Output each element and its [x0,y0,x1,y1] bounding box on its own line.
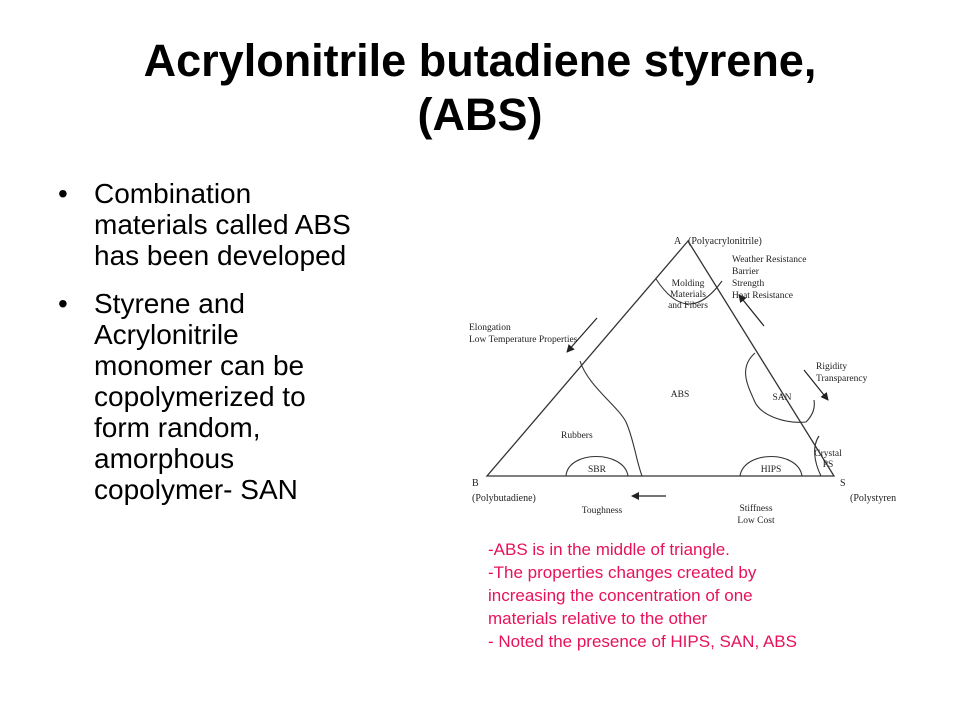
note-line-1: -ABS is in the middle of triangle. [488,540,730,559]
region-abs-label: ABS [671,390,689,400]
molding-label-line-2: Materials [670,290,706,300]
arrow-toward-b-left [566,317,598,353]
bullet-dot-icon: • [58,178,68,209]
property-weather-resistance: Weather Resistance [732,255,806,265]
property-barrier: Barrier [732,267,760,277]
bullet-dot-icon: • [58,288,68,319]
rubbers-region-boundary [579,360,643,477]
ternary-triangle [485,239,836,477]
ternary-diagram-svg: A (Polyacrylonitrile) B (Polybutadiene) … [469,236,896,526]
slide-title: Acrylonitrile butadiene styrene, (ABS) [40,34,920,142]
bullet-1-line-1: Combination [94,178,252,209]
abs-ternary-diagram: A (Polyacrylonitrile) B (Polybutadiene) … [456,200,896,530]
sbr-region-boundary [565,456,629,477]
bullet-2-line-3: monomer can be [94,350,305,381]
bullet-1-line-2: materials called ABS [94,209,351,240]
bullet-2-line-6: amorphous [94,443,235,474]
bullet-1-line-3: has been developed [94,240,347,271]
arrow-toward-a [738,294,765,327]
vertex-a-label: A [674,236,682,247]
bullet-2-line-7: copolymer- SAN [94,474,298,505]
note-line-3: increasing the concentration of one [488,586,753,605]
bullet-item-2: • Styrene and Acrylonitrile monomer can … [58,288,438,505]
bullet-item-1: • Combination materials called ABS has b… [58,178,438,271]
transparency-label: Transparency [816,374,868,384]
molding-label-line-1: Molding [672,279,705,289]
vertex-s-name: (Polystyrene) [850,493,896,504]
bullet-2-line-4: copolymerized to [94,381,306,412]
elongation-label: Elongation [469,323,511,333]
vertex-b-name: (Polybutadiene) [472,493,536,504]
rigidity-label: Rigidity [816,362,847,372]
vertex-b-label: B [472,478,479,489]
region-san-label: SAN [772,393,791,403]
property-heat-resistance: Heat Resistance [732,291,793,301]
bullet-2-line-1: Styrene and [94,288,245,319]
vertex-s-label: S [840,478,846,489]
crystal-ps-region-boundary [814,435,822,477]
stiffness-label: Stiffness [739,503,772,514]
bullet-list: • Combination materials called ABS has b… [58,178,438,522]
toughness-label: Toughness [582,506,623,516]
annotation-note: -ABS is in the middle of triangle. -The … [488,538,938,653]
slide-title-line-2: (ABS) [417,89,543,140]
vertex-a-name: (Polyacrylonitrile) [688,236,762,247]
san-region-boundary [745,352,815,423]
region-ps-label: PS [823,460,834,470]
hips-region-boundary [739,456,803,477]
arrow-toward-s-right [803,369,829,401]
bullet-2-line-2: Acrylonitrile [94,319,239,350]
molding-region-boundary [655,278,723,305]
property-strength: Strength [732,279,764,289]
note-line-5: - Noted the presence of HIPS, SAN, ABS [488,632,797,651]
low-cost-label: Low Cost [737,516,775,526]
note-line-4: materials relative to the other [488,609,708,628]
slide-title-line-1: Acrylonitrile butadiene styrene, [143,35,817,86]
region-crystal-label: Crystal [814,449,842,459]
note-line-2: -The properties changes created by [488,563,757,582]
region-rubbers-label: Rubbers [561,431,593,441]
bullet-2-line-5: form random, [94,412,261,443]
region-sbr-label: SBR [588,465,607,475]
molding-label-line-3: and Fibers [668,301,708,311]
low-temperature-label: Low Temperature Properties [469,335,578,345]
region-hips-label: HIPS [761,465,782,475]
